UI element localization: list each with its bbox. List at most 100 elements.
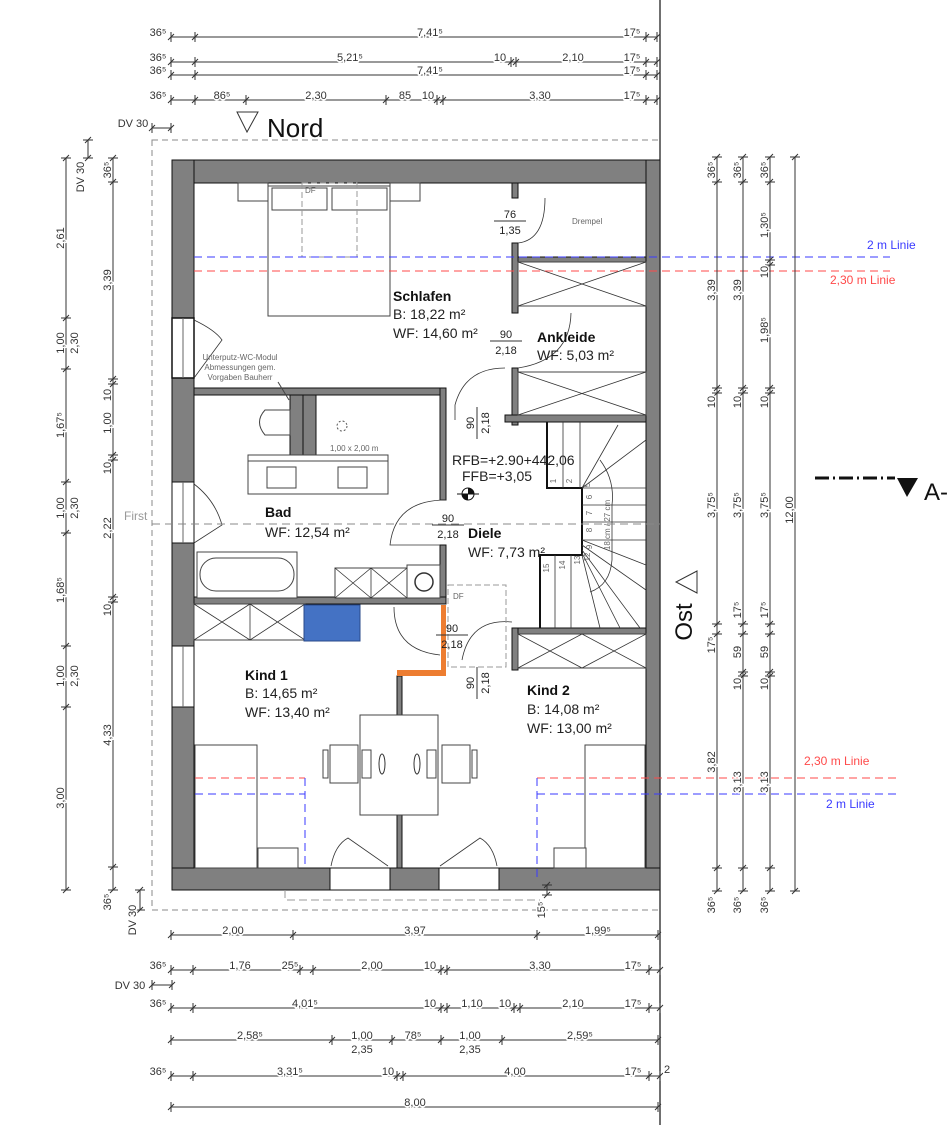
dimension-tick [654, 931, 662, 939]
blue-cabinet [303, 604, 361, 642]
stair-step-number: 9 [585, 544, 594, 549]
dimension-label: 3,75⁵ [706, 492, 718, 518]
dimension-label: 10 [706, 396, 718, 408]
dimension-tick [167, 1036, 175, 1044]
dimension-tick [713, 620, 721, 628]
room-diele-name: Diele [468, 525, 502, 541]
dimension-tick [84, 154, 92, 162]
door-height-label: 2,18 [437, 529, 458, 541]
dimension-label: 17⁵ [625, 998, 642, 1010]
dimension-label: 1,00 [55, 497, 67, 518]
dimension-tick [713, 630, 721, 638]
door-width-label: 90 [442, 513, 454, 525]
dimension-tick [167, 966, 175, 974]
dimension-tick [388, 1036, 396, 1044]
section-label: A- [924, 479, 948, 506]
dimension-label: 17⁵ [759, 602, 771, 619]
dimension-label: 2,10 [562, 998, 583, 1010]
room-diele-wf: WF: 7,73 m² [468, 544, 545, 560]
dimension-label: 36⁵ [150, 65, 167, 77]
door-width-label: 90 [500, 329, 512, 341]
dv-label: DV 30 [118, 118, 149, 130]
dimension-tick [433, 96, 441, 104]
dimension-tick [62, 642, 70, 650]
dimension-label: 3,13 [759, 771, 771, 792]
dimension-tick [739, 384, 747, 392]
dimension-tick [109, 863, 117, 871]
dimension-tick [191, 96, 199, 104]
dimension-tick [399, 1072, 407, 1080]
dimension-tick [191, 71, 199, 79]
dimension-tick [62, 886, 70, 894]
dimension-tick [642, 71, 650, 79]
dimension-tick [654, 1103, 662, 1111]
roof-edge-bottom [284, 890, 540, 901]
dimension-tick [167, 96, 175, 104]
dimension-label: 25⁵ [282, 960, 299, 972]
dimension-tick [653, 33, 661, 41]
dimension-label: 2,22 [102, 517, 114, 538]
dimension-label: 36⁵ [150, 90, 167, 102]
dimension-tick [437, 1004, 445, 1012]
dimension-tick [109, 451, 117, 459]
room-kind2-b: B: 14,08 m² [527, 701, 600, 717]
dimension-label: 10 [424, 960, 436, 972]
dimension-tick [168, 981, 176, 989]
dimension-tick [148, 981, 156, 989]
room-kind1-b: B: 14,65 m² [245, 685, 318, 701]
dimension-tick [328, 1036, 336, 1044]
dimension-label: 1,68⁵ [55, 577, 67, 603]
dimension-tick [62, 529, 70, 537]
dimension-tick [437, 1036, 445, 1044]
dimension-tick [766, 261, 774, 269]
dimension-label: 3,39 [102, 269, 114, 290]
dimension-tick [437, 966, 445, 974]
stair-step-number: 6 [585, 494, 594, 499]
dimension-label: 17⁵ [732, 602, 744, 619]
dimension-tick [739, 153, 747, 161]
dimension-tick [167, 71, 175, 79]
door-height-label: 2,18 [495, 345, 516, 357]
dimension-label: 17⁵ [706, 637, 718, 654]
dimension-tick [642, 33, 650, 41]
room-kind1-name: Kind 1 [245, 667, 288, 683]
dimension-label: 3,39 [732, 279, 744, 300]
dimension-tick [713, 384, 721, 392]
dimension-label: 10 [732, 396, 744, 408]
staircase [539, 422, 647, 629]
dimension-tick [766, 384, 774, 392]
door-height-label: 2,18 [480, 672, 492, 693]
room-kind2-name: Kind 2 [527, 682, 570, 698]
dimension-tick [516, 1004, 524, 1012]
dimension-label: 10 [759, 266, 771, 278]
stair-step-number: 12 [583, 552, 592, 561]
dimension-tick [766, 630, 774, 638]
east-arrow-icon [674, 570, 698, 594]
dimension-label: 2,35 [459, 1044, 480, 1056]
dimension-label: 3,97 [404, 925, 425, 937]
dimension-tick [543, 891, 551, 899]
dimension-tick [62, 365, 70, 373]
dimension-tick [739, 864, 747, 872]
dimension-tick [713, 887, 721, 895]
dimension-label: 7,41⁵ [417, 65, 443, 77]
dimension-tick [167, 1072, 175, 1080]
dimension-tick [739, 620, 747, 628]
balcony-doors [329, 837, 500, 891]
stair-step-number: 8 [585, 527, 594, 532]
dimension-tick [713, 178, 721, 186]
dimension-tick [766, 256, 774, 264]
dimension-tick [109, 380, 117, 388]
dimension-tick [507, 58, 515, 66]
dimension-label: 10 [759, 678, 771, 690]
dimension-tick [167, 931, 175, 939]
room-bad-wf: WF: 12,54 m² [265, 524, 350, 540]
dimension-tick [62, 314, 70, 322]
dimension-label: 4,00 [504, 1066, 525, 1078]
dimension-tick [62, 154, 70, 162]
room-kind2-wf: WF: 13,00 m² [527, 720, 612, 736]
dimension-label: 1,99⁵ [585, 925, 611, 937]
wc-module-note-2: Abmessungen gem. [204, 363, 275, 372]
bathroom-fixtures [196, 409, 441, 599]
